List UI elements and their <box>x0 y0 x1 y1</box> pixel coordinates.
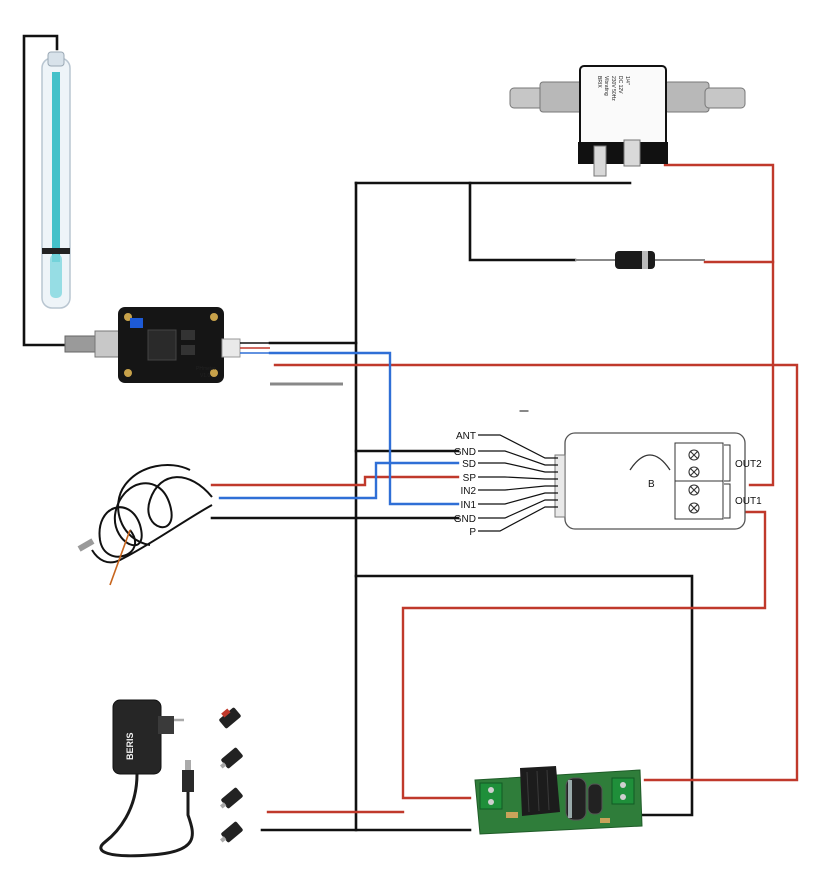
black-wires <box>22 34 694 832</box>
pin-sd: SD <box>462 459 476 470</box>
adapter-brand: BERIS <box>125 732 135 760</box>
valve-positive-wire <box>663 163 775 487</box>
out1-wire <box>401 510 767 800</box>
pin-p: P <box>469 527 476 538</box>
pin-ant: ANT <box>456 431 476 442</box>
pin-sp: SP <box>463 473 477 484</box>
board-version: V1.0 <box>200 373 211 379</box>
temp-vcc-wire <box>210 475 460 487</box>
power-adapter: BERIS <box>99 699 194 858</box>
heatsink <box>520 766 560 816</box>
ribbon-leads <box>240 342 270 354</box>
input-terminal <box>479 782 503 810</box>
valve-label: BRIX Vibrating 230V 50Hz DC 12V 1/4" <box>596 76 630 101</box>
regulator-gnd-wire <box>354 574 694 817</box>
out2-label: OUT2 <box>735 459 762 470</box>
temperature-probe <box>77 464 213 586</box>
svg-text:DC 12V: DC 12V <box>617 76 623 94</box>
board-model: PHmeter <box>196 366 216 372</box>
jst-connector <box>221 338 241 358</box>
diode <box>575 251 705 269</box>
svg-text:BRIX: BRIX <box>596 76 602 88</box>
potentiometer <box>130 318 143 328</box>
solenoid-valve: BRIX Vibrating 230V 50Hz DC 12V 1/4" <box>509 65 746 177</box>
pin-labels: ANT GND SD SP IN2 IN1 GND P <box>454 431 477 538</box>
svg-text:1/4": 1/4" <box>624 76 630 85</box>
pin-in1: IN1 <box>460 500 476 511</box>
pin-gnd-1: GND <box>454 447 476 458</box>
capacitor-2 <box>587 783 603 815</box>
svg-text:Vibrating: Vibrating <box>603 76 609 96</box>
ph-sensor-board: PHmeter V1.0 <box>118 307 241 383</box>
wireless-receiver: B OUT2 OUT1 <box>554 432 762 530</box>
relay-mark: B <box>648 479 655 490</box>
sensor-vcc-wire <box>273 363 799 782</box>
pin-gnd-2: GND <box>454 514 476 525</box>
probe-cable <box>22 34 67 347</box>
adapter-tips <box>219 707 243 843</box>
diode-ground-wire <box>468 181 577 262</box>
out1-label: OUT1 <box>735 496 762 507</box>
red-wires <box>210 163 799 814</box>
temp-signal-wire <box>218 461 460 500</box>
sensor-signal-wire <box>268 351 460 506</box>
pin-leads <box>478 434 558 532</box>
ph-probe <box>41 51 71 309</box>
out2-bracket <box>724 444 731 482</box>
terminal-screws <box>688 449 700 514</box>
blue-wires <box>218 351 460 506</box>
output-terminal <box>611 777 635 805</box>
regulator-board <box>474 766 643 835</box>
out1-bracket <box>724 483 731 519</box>
pin-in2: IN2 <box>460 486 476 497</box>
svg-text:230V 50Hz: 230V 50Hz <box>610 76 616 101</box>
